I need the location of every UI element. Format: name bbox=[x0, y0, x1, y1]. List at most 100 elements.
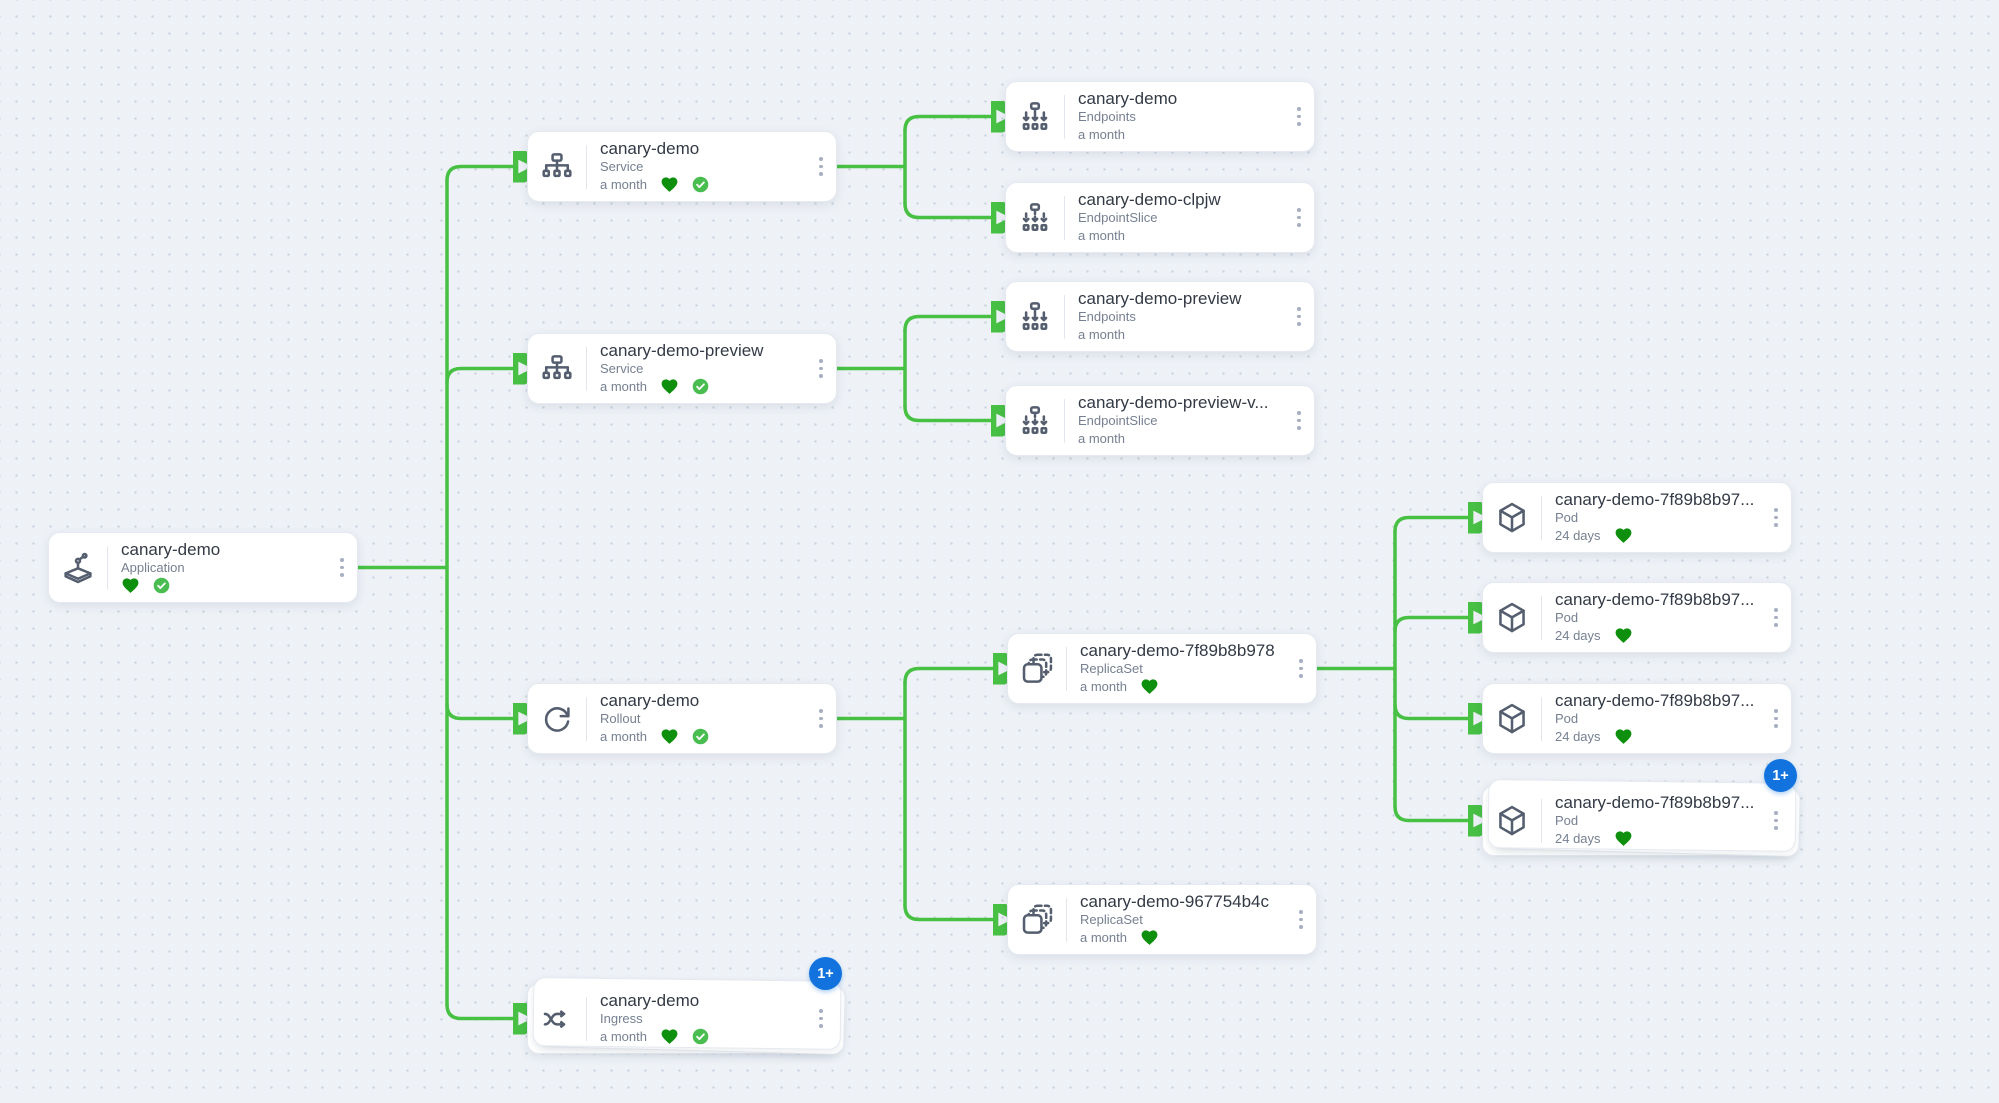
resource-name: canary-demo bbox=[600, 691, 700, 710]
node-endpointslice-canary-demo-clpjw[interactable]: canary-demo-clpjw EndpointSlice a month bbox=[1005, 182, 1315, 253]
kebab-menu-button[interactable] bbox=[1284, 386, 1314, 455]
resource-kind: Pod bbox=[1555, 710, 1579, 726]
more-items-badge[interactable]: 1+ bbox=[809, 957, 842, 990]
kebab-menu-button[interactable] bbox=[1761, 583, 1791, 652]
endpointslice-icon bbox=[1016, 199, 1054, 237]
kebab-menu-button[interactable] bbox=[806, 684, 836, 753]
endpoints-icon bbox=[1016, 298, 1054, 336]
node-pod-canary-demo-7f89b8b97-3[interactable]: canary-demo-7f89b8b97... Pod 24 days bbox=[1482, 683, 1792, 754]
resource-meta: 24 days bbox=[1555, 829, 1761, 848]
kebab-menu-button[interactable] bbox=[1761, 684, 1791, 753]
divider bbox=[1064, 195, 1065, 240]
node-replicaset-canary-demo-7f89b8b978[interactable]: canary-demo-7f89b8b978 ReplicaSet a mont… bbox=[1007, 633, 1317, 704]
sync-check-icon bbox=[692, 1028, 709, 1045]
divider bbox=[586, 696, 587, 741]
resource-age: 24 days bbox=[1555, 528, 1601, 543]
resource-meta: a month bbox=[1078, 325, 1284, 344]
kebab-menu-button[interactable] bbox=[1284, 183, 1314, 252]
kebab-menu-button[interactable] bbox=[1761, 483, 1791, 552]
health-heart-icon bbox=[660, 377, 679, 396]
kebab-menu-button[interactable] bbox=[327, 533, 357, 602]
kebab-menu-button[interactable] bbox=[1284, 282, 1314, 351]
resource-meta: a month bbox=[1078, 226, 1284, 245]
resource-meta: a month bbox=[1078, 125, 1284, 144]
kebab-menu-button[interactable] bbox=[1284, 82, 1314, 151]
pod-icon bbox=[1493, 802, 1531, 840]
node-application-canary-demo[interactable]: canary-demo Application bbox=[48, 532, 358, 603]
resource-kind: ReplicaSet bbox=[1080, 911, 1143, 927]
resource-name: canary-demo-7f89b8b97... bbox=[1555, 490, 1755, 509]
kebab-menu-button[interactable] bbox=[806, 132, 836, 201]
edge-group-service-preview bbox=[835, 317, 994, 421]
pod-icon bbox=[1493, 599, 1531, 637]
node-service-canary-demo[interactable]: canary-demo Service a month bbox=[527, 131, 837, 202]
node-rollout-canary-demo[interactable]: canary-demo Rollout a month bbox=[527, 683, 837, 754]
service-icon bbox=[538, 350, 576, 388]
more-items-badge[interactable]: 1+ bbox=[1764, 759, 1797, 792]
node-pod-canary-demo-7f89b8b97-1[interactable]: canary-demo-7f89b8b97... Pod 24 days bbox=[1482, 482, 1792, 553]
resource-name: canary-demo bbox=[121, 540, 221, 559]
resource-text: canary-demo-7f89b8b97... Pod 24 days bbox=[1542, 583, 1761, 652]
pod-icon bbox=[1493, 499, 1531, 537]
node-endpoints-canary-demo-preview[interactable]: canary-demo-preview Endpoints a month bbox=[1005, 281, 1315, 352]
resource-name: canary-demo bbox=[1078, 89, 1178, 108]
divider bbox=[1541, 495, 1542, 540]
pod-icon bbox=[1493, 700, 1531, 738]
resource-age: 24 days bbox=[1555, 831, 1601, 846]
health-heart-icon bbox=[660, 175, 679, 194]
resource-text: canary-demo Endpoints a month bbox=[1065, 82, 1284, 151]
resource-age: a month bbox=[1080, 679, 1127, 694]
rollout-icon bbox=[538, 700, 576, 738]
kebab-menu-button[interactable] bbox=[1286, 885, 1316, 954]
divider bbox=[586, 996, 587, 1041]
resource-kind: EndpointSlice bbox=[1078, 412, 1158, 428]
resource-text: canary-demo-7f89b8b978 ReplicaSet a mont… bbox=[1067, 634, 1286, 703]
node-service-canary-demo-preview[interactable]: canary-demo-preview Service a month bbox=[527, 333, 837, 404]
resource-kind: ReplicaSet bbox=[1080, 660, 1143, 676]
resource-meta: a month bbox=[1080, 677, 1286, 696]
resource-text: canary-demo Application bbox=[108, 533, 327, 602]
divider bbox=[1541, 696, 1542, 741]
resource-meta: a month bbox=[600, 1027, 806, 1046]
resource-age: a month bbox=[1078, 327, 1125, 342]
health-heart-icon bbox=[1614, 829, 1633, 848]
resource-kind: Pod bbox=[1555, 812, 1579, 828]
resource-kind: Pod bbox=[1555, 509, 1579, 525]
resource-age: 24 days bbox=[1555, 628, 1601, 643]
resource-icon-cell bbox=[1006, 298, 1064, 336]
resource-age: a month bbox=[600, 379, 647, 394]
health-heart-icon bbox=[1614, 626, 1633, 645]
replicaset-icon bbox=[1018, 650, 1056, 688]
resource-kind: Pod bbox=[1555, 609, 1579, 625]
sync-check-icon bbox=[692, 378, 709, 395]
resource-icon-cell bbox=[528, 1000, 586, 1038]
resource-text: canary-demo Service a month bbox=[587, 132, 806, 201]
resource-kind: Endpoints bbox=[1078, 308, 1136, 324]
kebab-menu-button[interactable] bbox=[806, 334, 836, 403]
kebab-menu-button[interactable] bbox=[806, 984, 836, 1053]
resource-icon-cell bbox=[528, 700, 586, 738]
node-endpointslice-canary-demo-preview-v[interactable]: canary-demo-preview-v... EndpointSlice a… bbox=[1005, 385, 1315, 456]
resource-age: a month bbox=[1080, 930, 1127, 945]
resource-kind: EndpointSlice bbox=[1078, 209, 1158, 225]
resource-text: canary-demo-7f89b8b97... Pod 24 days bbox=[1542, 684, 1761, 753]
node-endpoints-canary-demo[interactable]: canary-demo Endpoints a month bbox=[1005, 81, 1315, 152]
health-heart-icon bbox=[1140, 928, 1159, 947]
divider bbox=[1064, 398, 1065, 443]
divider bbox=[107, 545, 108, 590]
resource-icon-cell bbox=[528, 350, 586, 388]
node-replicaset-canary-demo-967754b4c[interactable]: canary-demo-967754b4c ReplicaSet a month bbox=[1007, 884, 1317, 955]
divider bbox=[1541, 595, 1542, 640]
divider bbox=[586, 346, 587, 391]
resource-name: canary-demo-preview-v... bbox=[1078, 393, 1269, 412]
divider bbox=[1066, 646, 1067, 691]
node-ingress-canary-demo[interactable]: canary-demo Ingress a month 1+ bbox=[527, 957, 842, 1054]
node-pod-canary-demo-7f89b8b97-2[interactable]: canary-demo-7f89b8b97... Pod 24 days bbox=[1482, 582, 1792, 653]
kebab-menu-button[interactable] bbox=[1286, 634, 1316, 703]
edge-group-application bbox=[353, 167, 516, 1019]
kebab-menu-button[interactable] bbox=[1761, 786, 1791, 855]
node-pod-canary-demo-7f89b8b97-4[interactable]: canary-demo-7f89b8b97... Pod 24 days 1+ bbox=[1482, 759, 1797, 856]
divider bbox=[1541, 798, 1542, 843]
